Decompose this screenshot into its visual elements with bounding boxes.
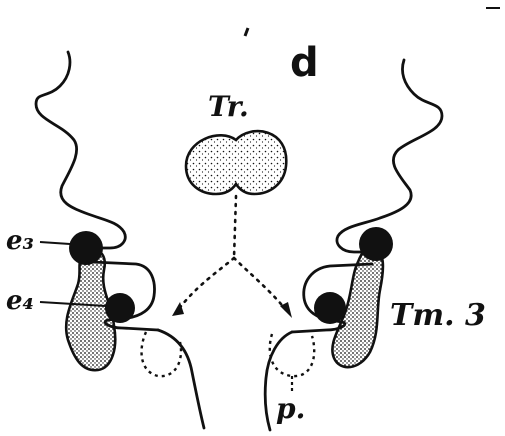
label-e4: e₄	[6, 286, 34, 316]
right-dotted-pouch	[270, 334, 314, 376]
right-migration-dotted-arrow	[234, 258, 286, 310]
right-e4-body	[314, 292, 346, 324]
panel-letter: d	[290, 40, 319, 86]
right-pharyngeal-outline	[337, 60, 442, 252]
thyroid-descent-dotted-line	[234, 196, 236, 258]
label-thymus-3: Tm. 3	[390, 298, 486, 333]
left-arrowhead	[172, 302, 184, 316]
stray-mark	[245, 28, 248, 36]
left-pharyngeal-outline	[36, 52, 125, 248]
right-e3-body	[359, 227, 393, 261]
e3-leader-line	[40, 242, 70, 244]
label-e3: e₃	[6, 226, 34, 256]
label-thyroid: Tr.	[208, 90, 249, 123]
thyroid-rudiment	[186, 131, 286, 194]
left-body-wall	[158, 330, 204, 428]
left-e4-body	[105, 293, 135, 323]
left-e3-body	[69, 231, 103, 265]
left-migration-dotted-arrow	[178, 258, 234, 310]
label-p: p.	[276, 392, 305, 425]
